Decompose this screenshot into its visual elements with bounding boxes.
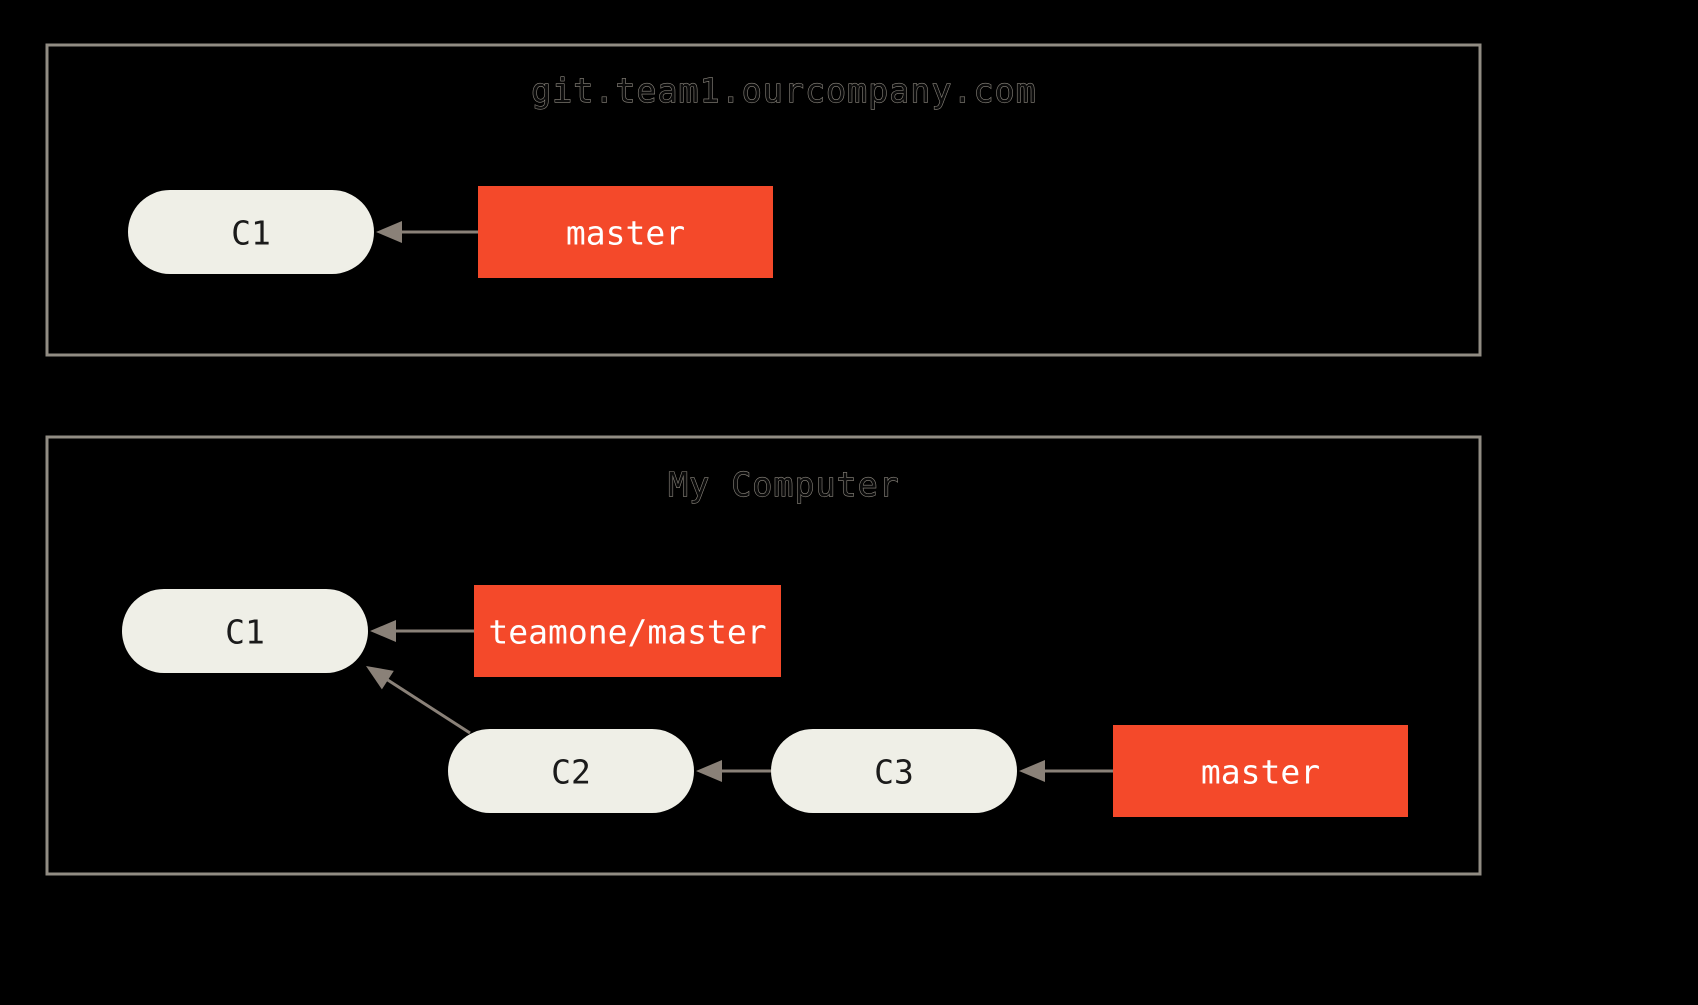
- commit-pill-c1-local[interactable]: [122, 589, 368, 673]
- branch-label-master-remote: master: [566, 214, 685, 253]
- branch-box-teamone-master[interactable]: [474, 585, 781, 677]
- branch-label-teamone-master: teamone/master: [488, 613, 766, 652]
- commit-pill-c3-local[interactable]: [771, 729, 1017, 813]
- commit-label-c1-local: C1: [225, 613, 265, 652]
- edge-line-c2-to-c1: [385, 677, 471, 735]
- commit-node-c3-local[interactable]: C3: [771, 729, 1017, 813]
- branch-ref-teamone-master[interactable]: teamone/master: [474, 585, 781, 677]
- commit-label-c3-local: C3: [874, 753, 914, 792]
- branch-box-master-local[interactable]: [1113, 725, 1408, 817]
- branch-label-master-local: master: [1201, 753, 1320, 792]
- branch-box-master-remote[interactable]: [478, 186, 773, 278]
- branch-ref-master-remote[interactable]: master: [478, 186, 773, 278]
- commit-pill-c1-remote[interactable]: [128, 190, 374, 274]
- arrowhead-icon-teamone-to-c1: [370, 620, 396, 642]
- panel-title-remote-server: git.team1.ourcompany.com: [531, 71, 1037, 110]
- commit-label-c1-remote: C1: [231, 214, 271, 253]
- commit-node-c1-local[interactable]: C1: [122, 589, 368, 673]
- commit-pill-c2-local[interactable]: [448, 729, 694, 813]
- arrowhead-icon-c2-to-c1: [366, 666, 394, 690]
- branch-ref-master-local[interactable]: master: [1113, 725, 1408, 817]
- arrowhead-icon-master-to-c1-remote: [376, 221, 402, 243]
- arrowhead-icon-master-to-c3: [1019, 760, 1045, 782]
- commit-node-c1-remote[interactable]: C1: [128, 190, 374, 274]
- panel-border-remote-server: [45, 43, 1482, 357]
- commit-label-c2-local: C2: [551, 753, 591, 792]
- arrowhead-icon-c3-to-c2: [696, 760, 722, 782]
- panel-border-my-computer: [45, 435, 1482, 876]
- panel-title-my-computer: My Computer: [668, 465, 900, 504]
- commit-node-c2-local[interactable]: C2: [448, 729, 694, 813]
